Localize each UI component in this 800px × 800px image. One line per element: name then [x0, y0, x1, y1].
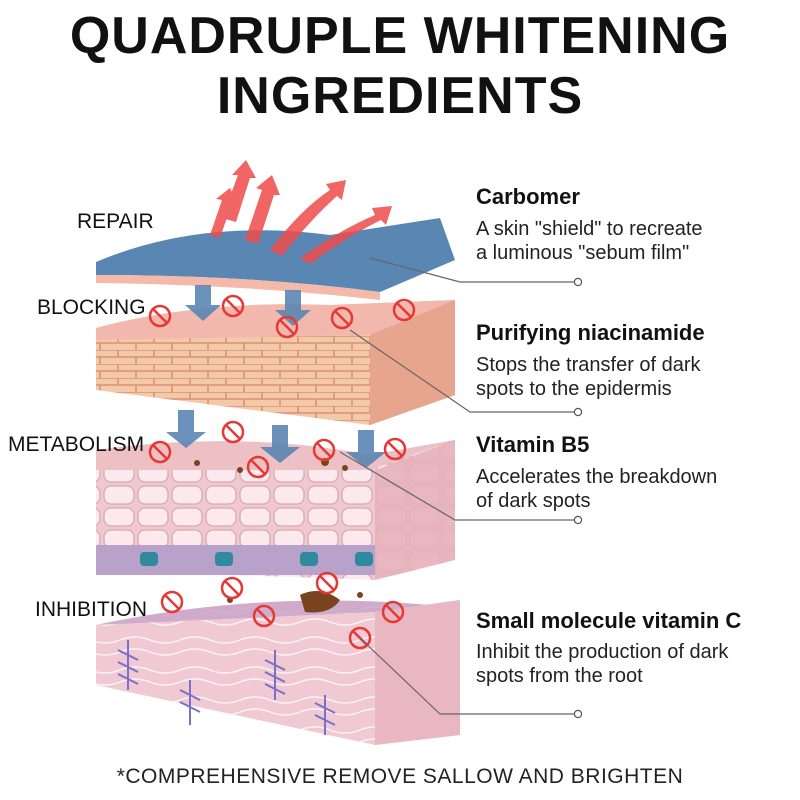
ban-icon	[148, 294, 416, 650]
ingredient-name-carbomer: Carbomer	[476, 184, 580, 209]
melanin-cluster	[300, 591, 340, 613]
fiber-icon	[117, 640, 336, 735]
label-repair: REPAIR	[77, 210, 154, 233]
footer-note: *COMPREHENSIVE REMOVE SALLOW AND BRIGHTE…	[116, 765, 684, 788]
leader-line	[339, 257, 583, 719]
barrier-layer	[96, 300, 455, 425]
ingredient-name-niacinamide: Purifying niacinamide	[476, 320, 705, 345]
page-title: QUADRUPLE WHITENING INGREDIENTS	[69, 7, 731, 125]
cell-layer	[96, 440, 455, 580]
protective-film	[96, 218, 455, 300]
label-metabolism: METABOLISM	[8, 433, 145, 456]
ingredient-name-vitamin-c: Small molecule vitamin C	[476, 608, 742, 633]
ingredient-name-b5: Vitamin B5	[476, 432, 590, 457]
label-blocking: BLOCKING	[37, 296, 146, 319]
up-arrow-icon	[210, 160, 392, 264]
label-inhibition: INHIBITION	[35, 598, 148, 621]
dermis-layer	[96, 591, 460, 745]
